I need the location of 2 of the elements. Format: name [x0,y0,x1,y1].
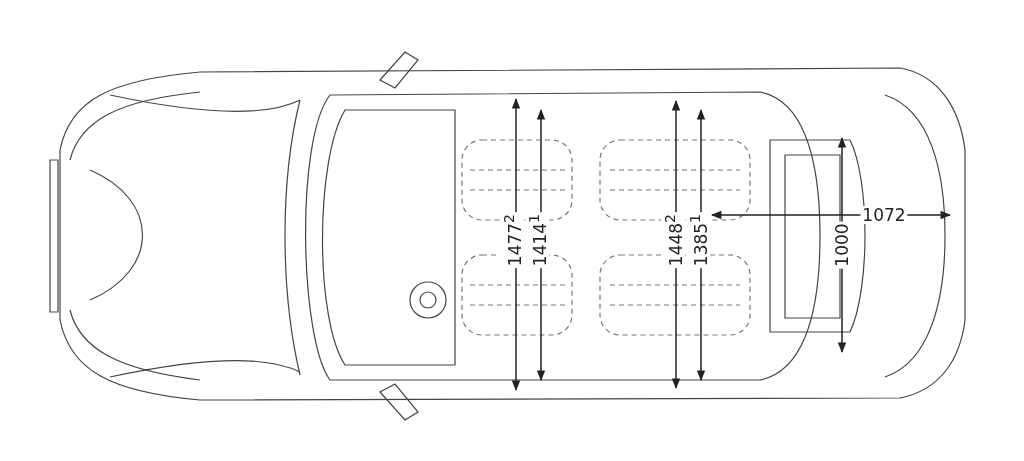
dimension-label: 1072 [860,206,908,224]
dimension-label: 1000 [833,221,851,269]
